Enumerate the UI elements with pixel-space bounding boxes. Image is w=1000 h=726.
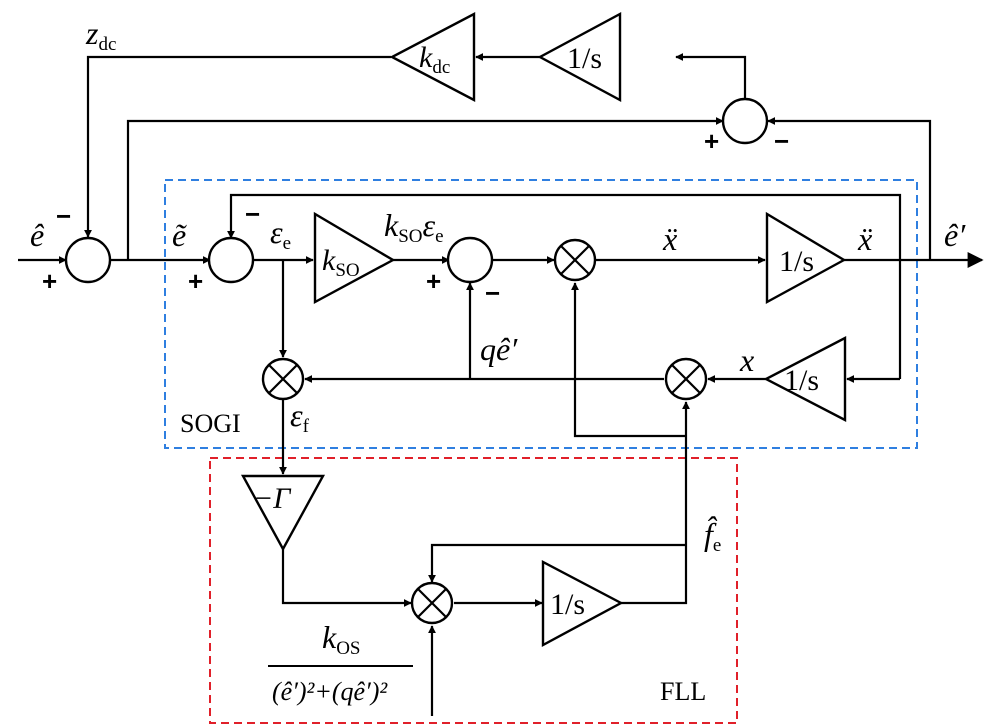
wire-etilde-to-compare xyxy=(126,117,724,260)
sogi-group-box xyxy=(164,179,918,449)
summer-compare xyxy=(721,97,769,145)
multiplier-3 xyxy=(261,357,305,401)
sign-compare-minus: − xyxy=(774,126,789,156)
wire-fhat-to-mul1 xyxy=(571,282,686,438)
fll-group-box xyxy=(209,457,738,724)
integrator-main-triangle xyxy=(765,211,847,305)
e-prime-hat-label: ê′ xyxy=(944,217,966,253)
summer-error xyxy=(207,236,255,284)
sign-sum3-minus: − xyxy=(485,278,500,308)
f-hat-label: f̂e xyxy=(704,516,721,556)
x-ddot-label-1: ẍ xyxy=(662,221,678,257)
kso-eps-label: kSOεe xyxy=(384,207,444,247)
wire-inner-feedback xyxy=(227,193,902,379)
multiplier-2 xyxy=(664,357,708,401)
wire-gamma-mul4 xyxy=(281,548,412,607)
integrator-fll-label: 1/s xyxy=(550,588,585,621)
integrator-quad-label: 1/s xyxy=(784,364,819,397)
integrator-top-triangle xyxy=(537,11,622,103)
summer-sogi xyxy=(446,236,494,284)
summer-input xyxy=(64,236,112,284)
fll-label: FLL xyxy=(660,677,706,706)
integrator-quad-triangle xyxy=(763,336,847,422)
wire-fhat-to-mul4 xyxy=(428,543,686,583)
q-e-prime-label: qê′ xyxy=(480,331,518,367)
kdc-label: kdc xyxy=(419,41,450,78)
wire-zdc-feedback xyxy=(84,55,391,238)
e-tilde-label: ẽ xyxy=(172,217,187,253)
multiplier-4 xyxy=(410,581,454,625)
eps-f-label: εf xyxy=(290,397,310,437)
kos-numerator: kOS xyxy=(322,619,361,659)
sogi-label: SOGI xyxy=(180,409,241,438)
sign-sum3-plus: + xyxy=(426,266,441,296)
gain-kso-triangle xyxy=(313,211,396,305)
integrator-main-label: 1/s xyxy=(779,245,814,278)
kos-denominator: (ê′)²+(qê′)² xyxy=(272,677,388,706)
sign-compare-plus: + xyxy=(704,126,719,156)
eps-e-label: εe xyxy=(270,214,291,254)
wire-eprime-to-compare xyxy=(767,117,932,260)
gain-gamma-triangle xyxy=(240,474,326,552)
gamma-label: −Γ xyxy=(253,482,292,515)
sign-sum2-minus: − xyxy=(245,199,260,229)
sign-sum1-plus: + xyxy=(42,266,57,296)
wire-fhat xyxy=(621,401,690,605)
integrator-fll-triangle xyxy=(541,560,624,648)
multiplier-1 xyxy=(553,238,597,282)
x-ddot-label-2: ẍ xyxy=(857,221,873,257)
integrator-top-label: 1/s xyxy=(567,42,602,75)
x-label: x xyxy=(739,342,754,378)
kso-label: kSO xyxy=(322,244,360,281)
wire-compare-to-int xyxy=(675,53,747,99)
sign-sum2-plus: + xyxy=(188,266,203,296)
e-hat-input-label: ê xyxy=(30,217,45,253)
sign-sum1-minus: − xyxy=(56,201,71,231)
gain-kdc-triangle xyxy=(389,12,476,102)
zdc-label: zdc xyxy=(85,15,116,55)
